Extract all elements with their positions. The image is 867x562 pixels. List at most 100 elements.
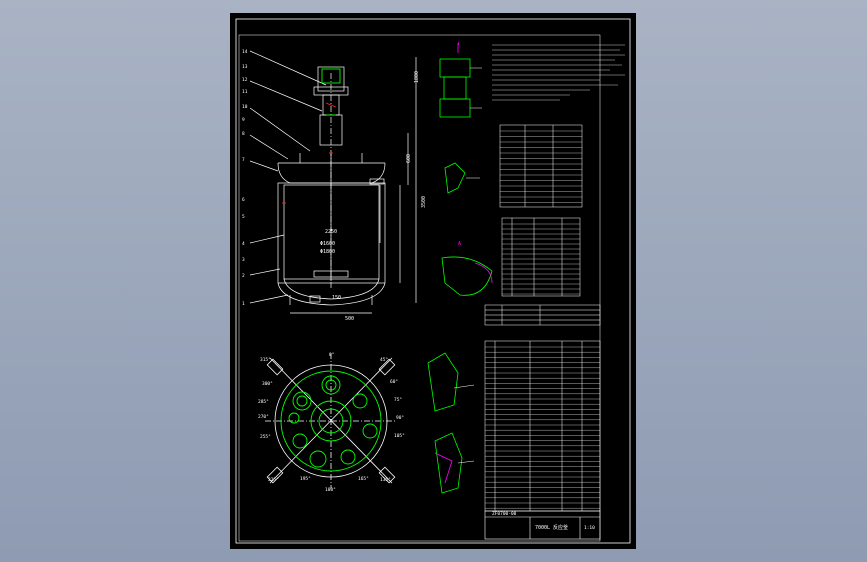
dim-width: 500 [345,316,354,322]
green-accents [321,68,341,116]
angle-label: 135° [380,477,391,483]
part-label: 10 [242,104,248,110]
leader-line [249,160,279,172]
top-head [277,162,386,184]
red-accents [282,102,337,204]
detail-label: A [458,241,461,247]
part-label: 12 [242,77,248,83]
part-label: 3 [242,257,245,263]
nozzle-n4 [362,423,378,439]
outer-border [235,18,631,544]
dim-mid-text: 3500 [421,196,427,208]
spec-table-frame [499,124,583,208]
detail-4 [427,352,459,412]
inner-bottom-head [283,278,380,300]
nozzle-n1-inner [325,379,337,391]
motor [317,66,345,92]
angle-label: 165° [358,476,369,482]
dimension-texts: 1800 600 3500 Φ1600 Φ1800 150 2250 500 [320,71,427,322]
nozzle-n2 [292,391,312,411]
leader-line [249,234,285,244]
detail-label: Ⅰ [458,41,459,47]
angle-label: 300° [262,381,273,387]
detail-1-body [443,76,467,100]
support-lug [266,466,284,484]
parts-list-rows [485,346,600,509]
small-table [484,304,601,326]
nozzle-c [369,178,385,185]
parts-list-frame [484,340,601,512]
detail-3-highlight [474,262,493,284]
nozzle-table [501,217,581,297]
angle-label: 75° [394,397,402,403]
nozzle-n7 [340,449,356,465]
nozzle-table-rows [502,223,580,295]
angle-label: 180° [325,487,336,493]
leader-line [249,268,281,276]
part-label: 8 [242,131,245,137]
angle-label: 45° [380,357,388,363]
drawing-number: ZF0700-00 [492,511,517,517]
leader-line [249,134,289,160]
leader-line [249,80,323,112]
dim-diameter-outer: Φ1800 [320,249,335,255]
equipment-name: 7000L 反应釜 [535,524,568,531]
dim-overall-text: 1800 [414,71,420,83]
angle-label: 90° [396,415,404,421]
inner-border [238,34,601,542]
angle-label: 285° [258,399,269,405]
part-label: 6 [242,197,245,203]
spec-table [499,124,583,208]
bottom-head [277,282,386,306]
angle-label: 255° [260,434,271,440]
dim-bottom: 150 [332,295,341,301]
detail-3 [441,256,493,296]
leader-line [453,384,475,389]
nozzle-n5 [292,433,308,449]
part-label: 2 [242,273,245,279]
detail-1-top [439,58,471,78]
drawing-scale: 1:10 [584,525,595,531]
support-lug [378,358,396,376]
detail-5 [434,432,463,494]
center-nozzle-inner [318,408,344,434]
leader-line [249,50,327,86]
vessel-elevation-view [249,50,417,314]
angle-label: 195° [300,476,311,482]
dim-diameter-inner: Φ1600 [320,241,335,247]
angle-label: 0° [329,352,335,358]
drawing-canvas: 1800 600 3500 Φ1600 Φ1800 150 2250 500 1… [235,18,631,544]
part-label: 13 [242,64,248,70]
title-block [484,510,601,540]
detail-2 [444,162,466,194]
center-nozzle [310,400,352,442]
angle-label: 105° [394,433,405,439]
part-label: 1 [242,301,245,307]
dim-upper-text: 600 [406,154,412,163]
angle-label: 225° [268,477,279,483]
title-block-frame [484,510,601,540]
leader-line [249,294,289,304]
angle-label: 60° [390,379,398,385]
support-lug [378,466,396,484]
drawing-sheet: 1800 600 3500 Φ1600 Φ1800 150 2250 500 1… [230,13,636,549]
angle-label: 270° [258,414,269,420]
leader-line [249,107,311,152]
bottom-valve [309,295,321,303]
detail-5-highlight [434,452,453,484]
detail-1-bottom [439,98,471,118]
part-label: 9 [242,117,245,123]
detail-views: Ⅰ A [427,41,493,494]
part-label: 5 [242,214,245,220]
dim-body: 2250 [325,229,337,235]
motor-highlight [321,68,341,84]
part-label: 4 [242,241,245,247]
nozzle-n1 [321,375,341,395]
title-block-texts: ZF0700-00 7000L 反应釜 1:10 [492,511,595,531]
nozzle-table-frame [501,217,581,297]
nozzle-n8 [288,412,300,424]
nozzle-n3 [352,393,368,409]
red-accent [325,102,337,108]
spec-table-rows [500,130,582,203]
